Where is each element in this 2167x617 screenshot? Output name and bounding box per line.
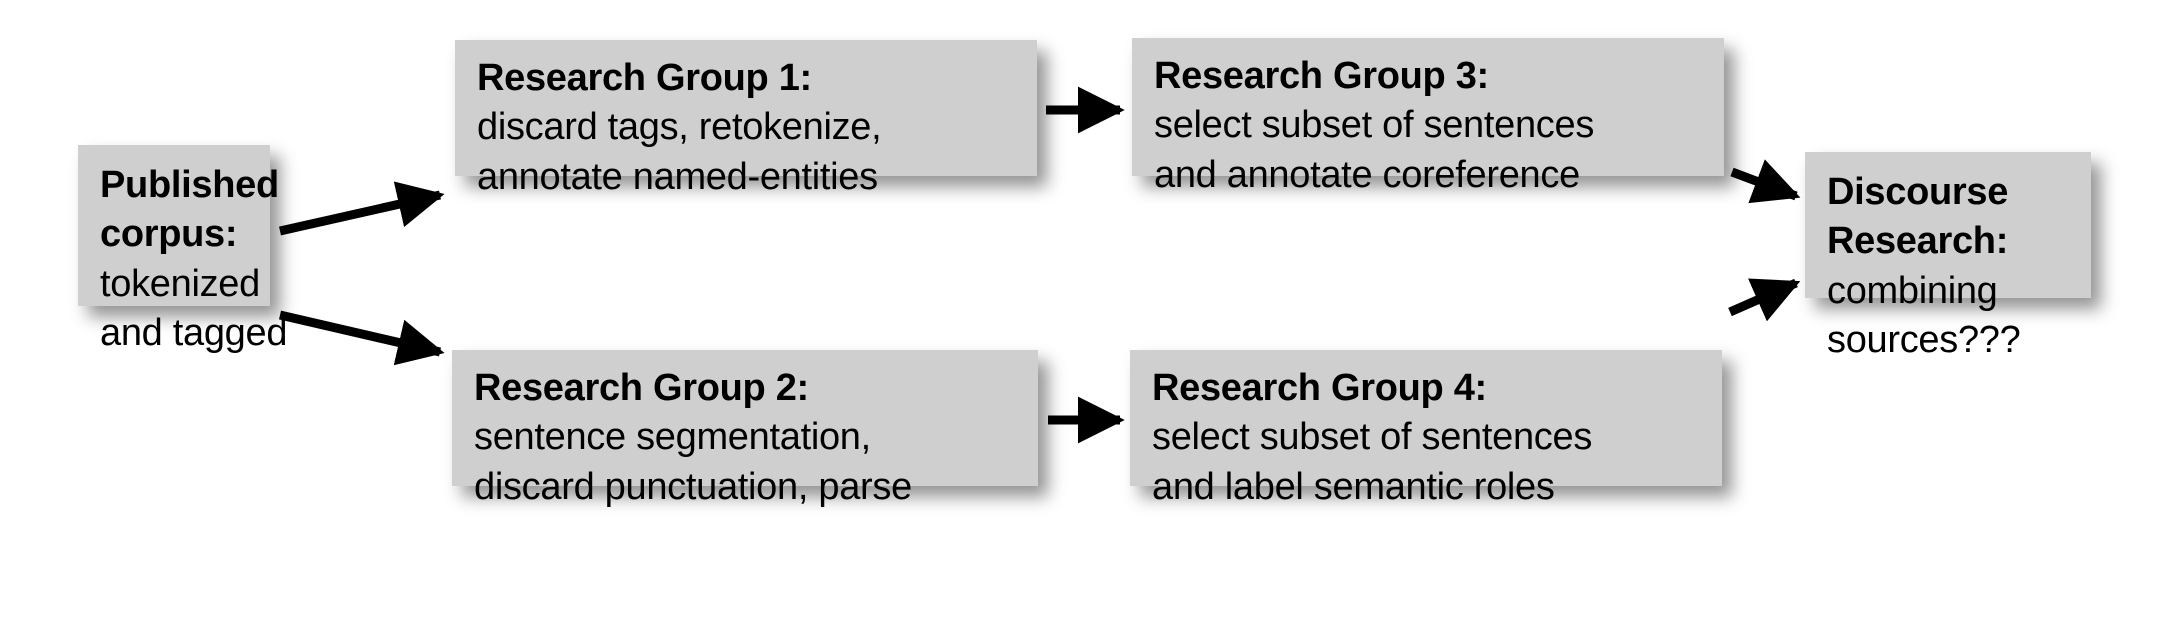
node-subtitle: Research: [1827,220,2009,263]
node-research-group-1[interactable]: Research Group 1: discard tags, retokeni… [455,40,1037,198]
node-research-group-3[interactable]: Research Group 3: select subset of sente… [1132,38,1724,196]
edge-group-4-to-discourse [1728,278,1801,322]
node-title: Research Group 2: [474,367,809,409]
node-line: and annotate coreference [1154,153,1580,196]
node-line: select subset of sentences [1152,416,1593,459]
node-line: select subset of sentences [1154,104,1595,147]
node-title: Discourse [1827,171,2009,213]
node-line: sentence segmentation, [474,416,871,459]
node-line: discard tags, retokenize, [477,106,882,149]
node-line: discard punctuation, parse [474,465,912,508]
node-line: tokenized [100,262,260,305]
node-research-group-4[interactable]: Research Group 4: select subset of sente… [1130,350,1722,508]
node-line: combining [1827,269,1998,312]
node-title: Published [100,164,279,206]
node-title: Research Group 4: [1152,367,1487,409]
edge-group-3-to-discourse [1730,159,1801,204]
node-subtitle: corpus: [100,213,238,256]
node-research-group-2[interactable]: Research Group 2: sentence segmentation,… [452,350,1038,508]
node-title: Research Group 3: [1154,55,1489,97]
edge-corpus-to-group-1 [279,181,445,236]
node-title: Research Group 1: [477,57,812,99]
node-line: sources??? [1827,319,2021,362]
node-discourse-research[interactable]: Discourse Research: combining sources??? [1805,152,2091,361]
edge-corpus-to-group-2 [278,310,445,366]
node-line: annotate named-entities [477,155,878,198]
node-line: and tagged [100,312,288,355]
node-line: and label semantic roles [1152,465,1555,508]
node-published-corpus[interactable]: Published corpus: tokenized and tagged [78,145,287,354]
